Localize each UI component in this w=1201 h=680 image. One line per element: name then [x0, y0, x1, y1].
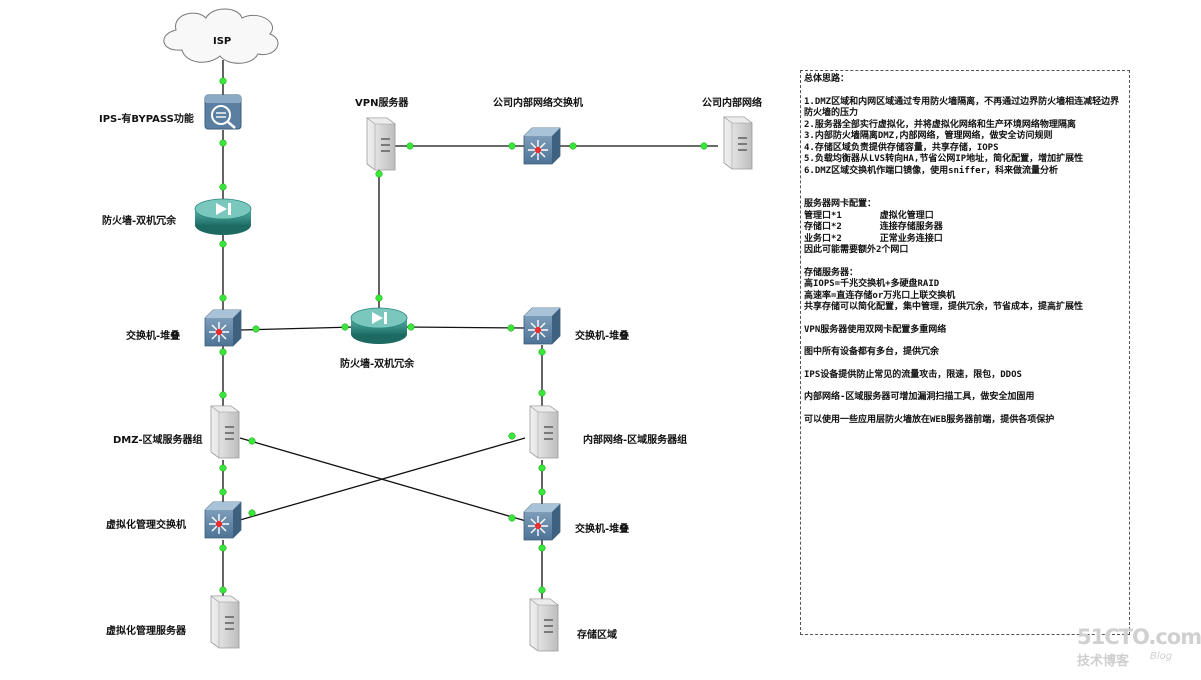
- storage-row: 共享存储可以简化配置，集中管理，提供冗余，节省成本，提高扩展性: [804, 302, 1084, 312]
- notes-item: 5.负载均衡器从LVS转向HA,节省公网IP地址，简化配置，增加扩展性: [804, 154, 1084, 164]
- label-vpn: VPN服务器: [355, 98, 409, 109]
- switch-left-icon: [204, 309, 242, 347]
- extra-note: 可以使用一些应用层防火墙放在WEB服务器前端，提供各项保护: [804, 414, 1055, 425]
- switch-right-icon: [523, 307, 561, 345]
- label-virt-server: 虚拟化管理服务器: [106, 626, 186, 637]
- isp-cloud-icon: [163, 8, 279, 64]
- core-switch-icon: [523, 127, 561, 165]
- nic-row: 业务口*2 正常业务连接口: [804, 233, 943, 244]
- extra-note: VPN服务器使用双网卡配置多重网络: [804, 324, 947, 335]
- label-switch-right: 交换机-堆叠: [575, 331, 630, 342]
- firewall-left-icon: [194, 198, 252, 236]
- label-virt-switch: 虚拟化管理交换机: [106, 520, 186, 531]
- watermark-blog: Blog: [1150, 651, 1173, 662]
- storage-row: 高速率=直连存储or万兆口上联交换机: [804, 290, 956, 301]
- extra-note: IPS设备提供防止常见的流量攻击，限速，限包，DDOS: [804, 369, 1022, 380]
- watermark-sub: 技术博客: [1077, 654, 1130, 669]
- nic-row: 管理口*1 虚拟化管理口: [804, 210, 934, 221]
- label-firewall-mid: 防火墙-双机冗余: [340, 359, 415, 370]
- notes-item: 3.内部防火墙隔离DMZ,内部网络，管理网络，做安全访问规则: [804, 131, 1053, 141]
- notes-item: 6.DMZ区域交换机作端口镜像，使用sniffer，科来做流量分析: [804, 165, 1059, 176]
- label-storage-switch: 交换机-堆叠: [575, 524, 630, 535]
- internal-net-server-icon: [723, 116, 753, 170]
- label-internal-net: 公司内部网络: [702, 98, 762, 109]
- extra-note: 图中所有设备都有多台，提供冗余: [804, 347, 940, 357]
- label-storage: 存储区域: [577, 630, 617, 641]
- notes-item: 2.服务器全部实行虚拟化，并将虚拟化网络和生产环境网络物理隔离: [804, 119, 1076, 130]
- label-dmz-servers: DMZ-区域服务器组: [113, 435, 203, 446]
- vpn-server-icon: [366, 117, 396, 171]
- notes-item: 4.存储区域负责提供存储容量，共享存储，IOPS: [804, 142, 999, 153]
- notes-title: 总体思路：: [804, 74, 850, 84]
- label-core-switch: 公司内部网络交换机: [493, 98, 583, 109]
- links: [222, 60, 718, 600]
- storage-title: 存储服务器：: [804, 267, 859, 278]
- label-ips: IPS-有BYPASS功能: [99, 114, 194, 125]
- storage-server-icon: [529, 598, 559, 652]
- watermark-logo: 51CTO.com 技术博客 Blog: [1075, 625, 1201, 670]
- extra-note: 内部网络-区域服务器可增加漏洞扫描工具，做安全加固用: [804, 392, 1035, 402]
- nic-row: 因此可能需要额外2个网口: [804, 245, 909, 255]
- firewall-mid-icon: [350, 307, 408, 345]
- label-switch-left: 交换机-堆叠: [126, 331, 181, 342]
- storage-switch-icon: [523, 503, 561, 541]
- notes-panel: 总体思路： 1.DMZ区域和内网区域通过专用防火墙隔离，不再通过边界防火墙相连减…: [800, 70, 1130, 635]
- ips-device-icon: [204, 94, 242, 130]
- label-firewall-left: 防火墙-双机冗余: [102, 216, 177, 227]
- virt-server-icon: [210, 595, 240, 649]
- dmz-server-icon: [210, 405, 240, 459]
- nic-row: 存储口*2 连接存储服务器: [804, 222, 943, 232]
- link-dots: [219, 77, 708, 594]
- internal-server-icon: [529, 405, 559, 459]
- virt-switch-icon: [204, 501, 242, 539]
- nic-title: 服务器网卡配置：: [804, 199, 877, 209]
- label-isp: ISP: [213, 36, 232, 47]
- notes-item: 1.DMZ区域和内网区域通过专用防火墙隔离，不再通过边界防火墙相连减轻边界防火墙…: [804, 96, 1120, 119]
- storage-row: 高IOPS=千兆交换机+多硬盘RAID: [804, 279, 940, 289]
- label-internal-servers: 内部网络-区域服务器组: [583, 435, 688, 446]
- watermark-brand: 51CTO.com: [1077, 625, 1201, 649]
